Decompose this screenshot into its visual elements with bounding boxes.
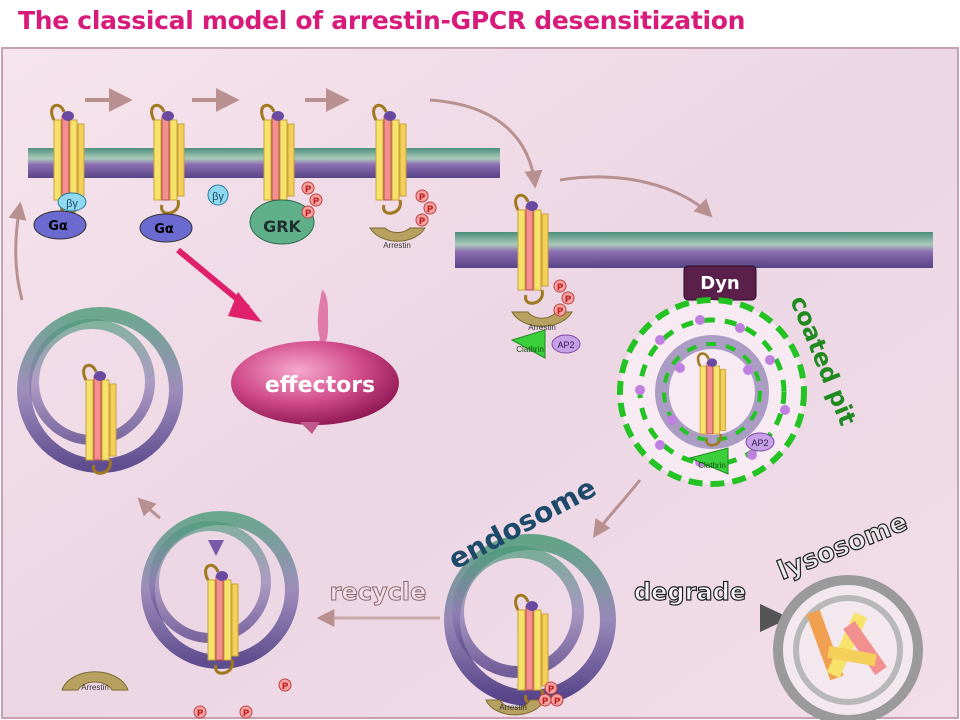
degrade-arrowhead [760,604,790,632]
ap2-adaptor-pit [745,432,775,452]
grk-label: GRK [263,217,301,236]
flow-arrow-8 [8,201,27,301]
ap2-label-pit: AP2 [751,438,768,448]
g-alpha-subunit [33,210,87,240]
ligand-released [208,540,224,556]
flow-arrow-7 [137,497,161,520]
arrestin-released [61,671,129,691]
ap2-adaptor [551,334,581,354]
slide-title: The classical model of arrestin-GPCR des… [18,6,746,35]
arrestin-label-2: Arrestin [528,323,556,332]
ap2-label: AP2 [557,340,574,350]
arrestin-label-1: Arrestin [383,241,411,250]
arrestin-label-3: Arrestin [499,703,527,712]
flow-arrow-4 [429,98,543,189]
arrestin-label-4: Arrestin [81,683,109,692]
g-alpha-label-2: Gα [154,222,174,237]
grk-kinase [249,199,315,245]
dynamin-label: Dyn [700,273,740,294]
g-alpha-subunit-2 [139,213,193,243]
g-alpha-label: Gα [48,219,68,234]
flow-arrow-6 [593,479,642,538]
arrestin-bound [369,227,426,242]
clathrin-pit [688,447,729,475]
beta-gamma-label: βγ [66,198,78,210]
degrade-label: degrade [634,578,746,606]
lysosome [773,575,923,720]
beta-gamma-free [207,184,229,206]
signal-arrowhead [228,292,262,322]
flow-arrow-5 [559,175,713,218]
recycle-label: recycle [330,578,427,606]
effectors-label: effectors [265,373,375,398]
clathrin-label: Clathrin [516,345,544,354]
beta-gamma-subunit [57,192,87,212]
effectors-blob [231,290,399,434]
clathrin-triskelion [510,329,546,359]
beta-gamma-free-label: βγ [212,191,224,203]
clathrin-label-pit: Clathrin [698,461,726,470]
